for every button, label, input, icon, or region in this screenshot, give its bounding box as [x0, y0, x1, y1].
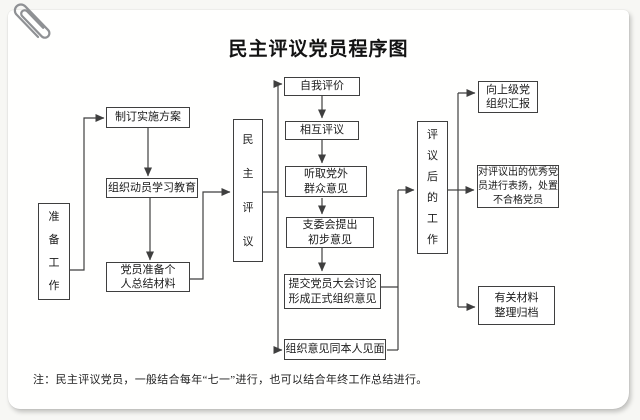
stage-prep-box: 准备工作	[38, 203, 70, 300]
stage-review-box: 民主评议	[233, 119, 263, 262]
step-mutual-eval-box: 相互评议	[285, 121, 359, 140]
footnote: 注：民主评议党员，一般结合每年“七一”进行，也可以结合年终工作总结进行。	[33, 374, 428, 386]
step-opinion-meeting-box: 组织意见同本人见面	[284, 339, 386, 360]
stage-prep-label: 准备工作	[48, 210, 60, 292]
step-plan-box: 制订实施方案	[106, 107, 190, 128]
flowchart-title: 民主评议党员程序图	[228, 39, 409, 60]
stage-post-label: 评议后的工作	[427, 128, 438, 246]
paperclip-icon	[5, 0, 60, 50]
stage-review-label: 民主评议	[242, 133, 254, 248]
step-commend-handle-box: 对评议出的优秀党 员进行表扬，处置 不合格党员	[477, 165, 559, 208]
step-materials-box: 党员准备个 人总结材料	[106, 262, 190, 292]
step-assembly-discussion-box: 提交党员大会讨论 形成正式组织意见	[284, 274, 381, 309]
step-outside-opinions-box: 听取党外 群众意见	[285, 166, 367, 197]
step-committee-opinion-box: 支委会提出 初步意见	[286, 217, 374, 248]
step-report-up-box: 向上级党 组织汇报	[478, 81, 538, 113]
step-archive-box: 有关材料 整理归档	[478, 286, 555, 325]
step-mobilize-box: 组织动员学习教育	[106, 178, 198, 198]
stage-post-box: 评议后的工作	[417, 121, 448, 254]
step-self-eval-box: 自我评价	[284, 77, 360, 96]
